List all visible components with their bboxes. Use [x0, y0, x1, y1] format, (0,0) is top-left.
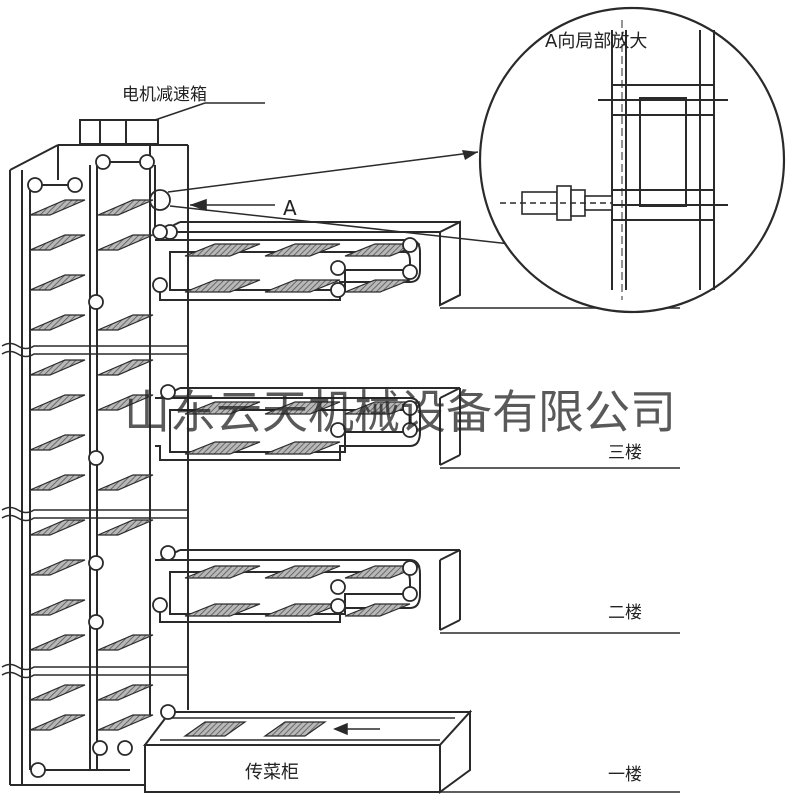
floor4-trays: [184, 243, 421, 293]
floor1-label: 一楼: [608, 765, 642, 785]
cabinet-direction-arrow: [333, 722, 380, 736]
sprockets: [27, 154, 418, 778]
shaft-trays: [29, 199, 154, 731]
view-a-letter: A: [283, 196, 297, 220]
floor3-label: 三楼: [608, 443, 642, 463]
view-a-arrow: [189, 198, 275, 212]
floor2-trays: [184, 565, 421, 617]
cabinet-trays: [183, 721, 327, 737]
cabinet-top-track: [160, 717, 455, 741]
detail-leader-upper: [167, 151, 479, 193]
motor-label: 电机减速箱: [122, 85, 207, 105]
detail-leader-lower: [169, 205, 529, 247]
floor-breaks: [1, 342, 188, 679]
motor-gearbox: [79, 119, 159, 145]
view-a-marker: [149, 189, 171, 211]
floor3-trays: [184, 401, 421, 455]
floor2-label: 二楼: [608, 603, 642, 623]
detail-view: [478, 6, 786, 314]
shaft-frame: [9, 144, 189, 786]
motor-leader-line: [154, 102, 206, 121]
cabinet-label: 传菜柜: [245, 762, 299, 783]
watermark-text: 山东云天机械设备有限公司: [124, 385, 676, 439]
detail-label: A向局部放大: [545, 31, 647, 52]
floor-lines: [440, 307, 680, 793]
